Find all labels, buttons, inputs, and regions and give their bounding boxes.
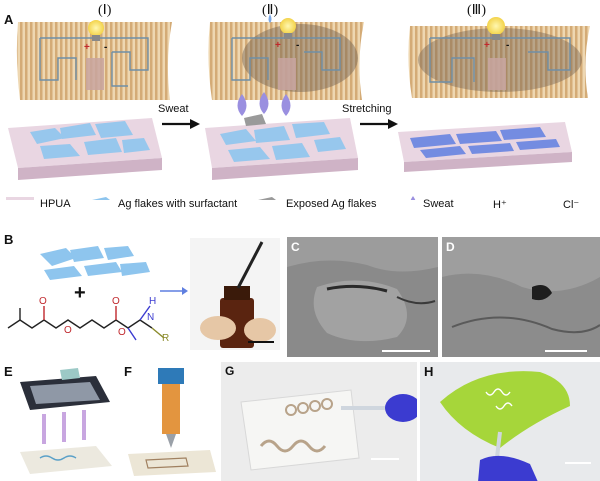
- circuit-plus-3: +: [484, 40, 490, 51]
- circuit-2: [231, 37, 341, 81]
- legend-exposed: Exposed Ag flakes: [286, 198, 377, 210]
- legend-hplus: H⁺: [493, 199, 507, 211]
- light-bulb-2: [268, 14, 296, 39]
- green-film-photo: [420, 362, 600, 481]
- atom-o-4: O: [118, 327, 126, 338]
- scale-bar-c: [382, 350, 430, 352]
- atom-o-3: O: [112, 296, 120, 307]
- plus-sign: +: [74, 282, 86, 304]
- panel-label-e: E: [4, 364, 13, 379]
- composite-2: [205, 92, 358, 180]
- legend-ag-flakes: Ag flakes with surfactant: [118, 198, 238, 210]
- 3d-printing-illustration: [120, 362, 220, 481]
- arrow-sweat: [162, 119, 200, 129]
- arrow-label-stretching: Stretching: [342, 103, 392, 115]
- scale-bar-d: [545, 350, 587, 352]
- ink-bottle-photo: [190, 238, 280, 350]
- atom-o-2: O: [64, 325, 72, 336]
- atom-n: N: [147, 312, 155, 323]
- circuit-minus-3: -: [506, 40, 510, 51]
- panel-label-a: A: [4, 12, 14, 27]
- legend-sweat: Sweat: [423, 198, 454, 210]
- screen-printing-illustration: [0, 362, 120, 481]
- stage-label-1: (Ⅰ): [98, 3, 112, 18]
- stretchable-circuit-photo: [221, 362, 417, 481]
- circuit-plus-1: +: [84, 42, 90, 53]
- atom-h: H: [149, 296, 157, 307]
- panel-label-g: G: [225, 364, 235, 378]
- panel-b-arrow: [160, 287, 188, 295]
- circuit-plus-2: +: [275, 40, 281, 51]
- arrow-label-sweat: Sweat: [158, 103, 189, 115]
- circuit-1: [39, 37, 149, 87]
- panel-label-c: C: [291, 240, 300, 254]
- legend-hpua: HPUA: [40, 198, 71, 210]
- sem-image-c: [287, 237, 438, 357]
- panel-label-f: F: [124, 364, 132, 379]
- composite-1: [8, 118, 162, 180]
- sem-image-d: [442, 237, 600, 357]
- light-bulb-3: [487, 17, 505, 40]
- legend-clminus: Cl⁻: [563, 199, 580, 211]
- atom-r: R: [162, 333, 170, 344]
- atom-o-1: O: [39, 296, 47, 307]
- panel-a-illustration: [6, 14, 590, 200]
- legend-ag-flake-icon: [92, 197, 110, 200]
- legend-exposed-flake-icon: [258, 197, 276, 200]
- panel-label-h: H: [424, 364, 434, 379]
- composite-3: [398, 122, 572, 172]
- stage-label-2: (Ⅱ): [262, 3, 279, 18]
- panel-b-chemistry: [7, 246, 165, 341]
- panel-label-b: B: [4, 232, 14, 247]
- light-bulb-1: [88, 20, 104, 41]
- legend-sweat-drop-icon: [410, 196, 416, 200]
- circuit-minus-1: -: [104, 42, 108, 53]
- arrow-stretching: [360, 119, 398, 129]
- circuit-3: [429, 37, 571, 83]
- circuit-minus-2: -: [296, 40, 300, 51]
- legend-hpua-swatch: [6, 197, 34, 200]
- stage-label-3: (Ⅲ): [467, 3, 486, 18]
- panel-label-d: D: [446, 240, 455, 254]
